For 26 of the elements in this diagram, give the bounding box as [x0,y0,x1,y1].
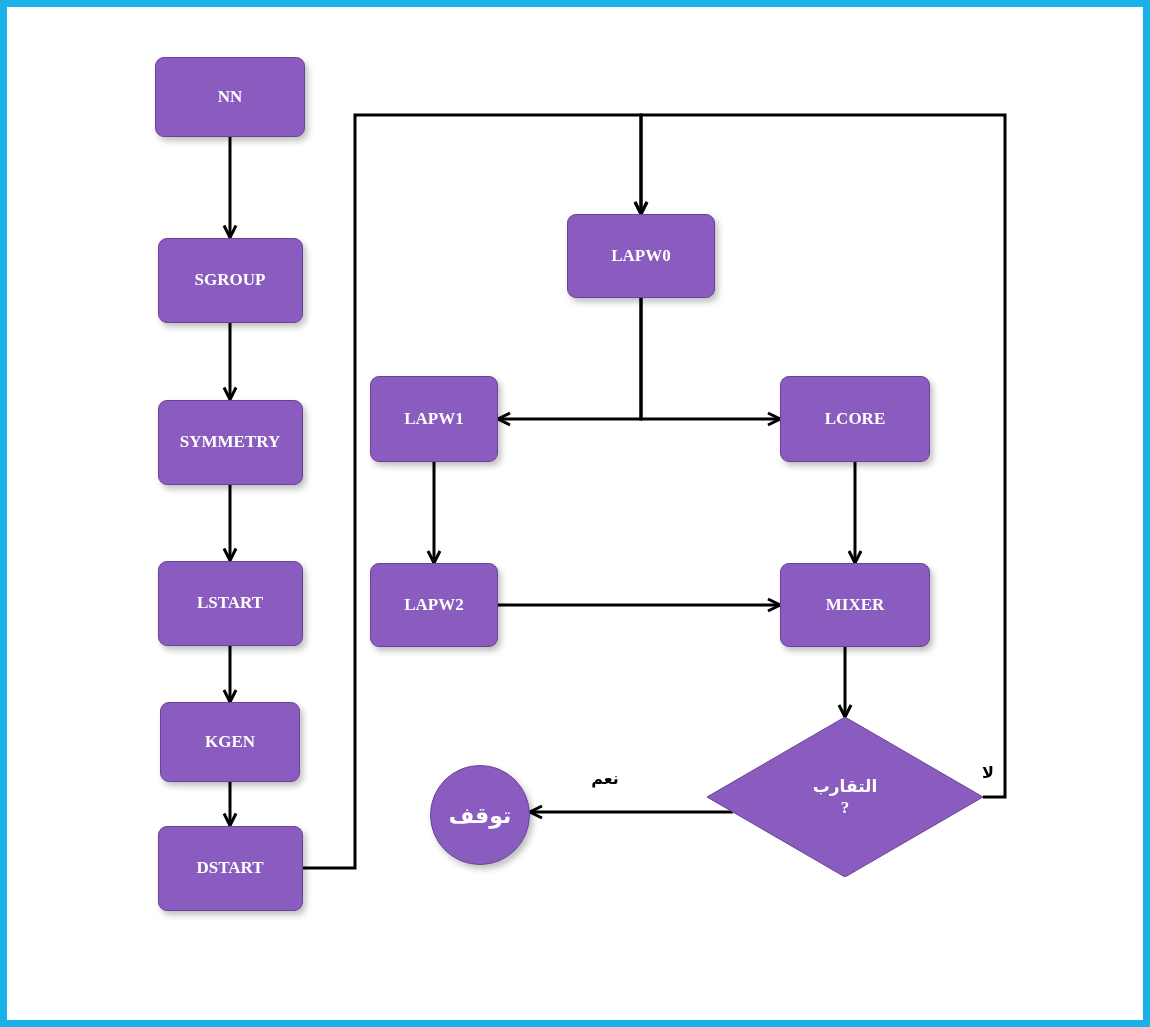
arrow [528,804,733,820]
process-box: LAPW0 [567,214,715,298]
process-box: LAPW1 [370,376,498,462]
process-box: LSTART [157,560,303,646]
process-box: MIXER [780,563,930,647]
arrow [426,462,442,565]
process-box: LAPW2 [370,563,498,647]
arrow [222,645,238,704]
arrow [847,462,863,565]
node-text: ? [840,797,850,819]
process-box: NN [155,57,305,137]
arrow [498,597,782,613]
process-box: DSTART [157,825,303,911]
arrow [633,113,1007,799]
node-text: التقارب [812,774,878,797]
process-box: KGEN [160,702,300,782]
arrow [222,322,238,401]
process-box: LCORE [780,376,930,462]
arrow [222,137,238,239]
terminal-circle: توقف [430,765,530,865]
process-box: SYMMETRY [157,399,303,485]
arrow [837,647,853,719]
arrow [639,298,782,427]
arrow [222,782,238,827]
process-box: SGROUP [157,237,303,323]
arrow [222,484,238,562]
